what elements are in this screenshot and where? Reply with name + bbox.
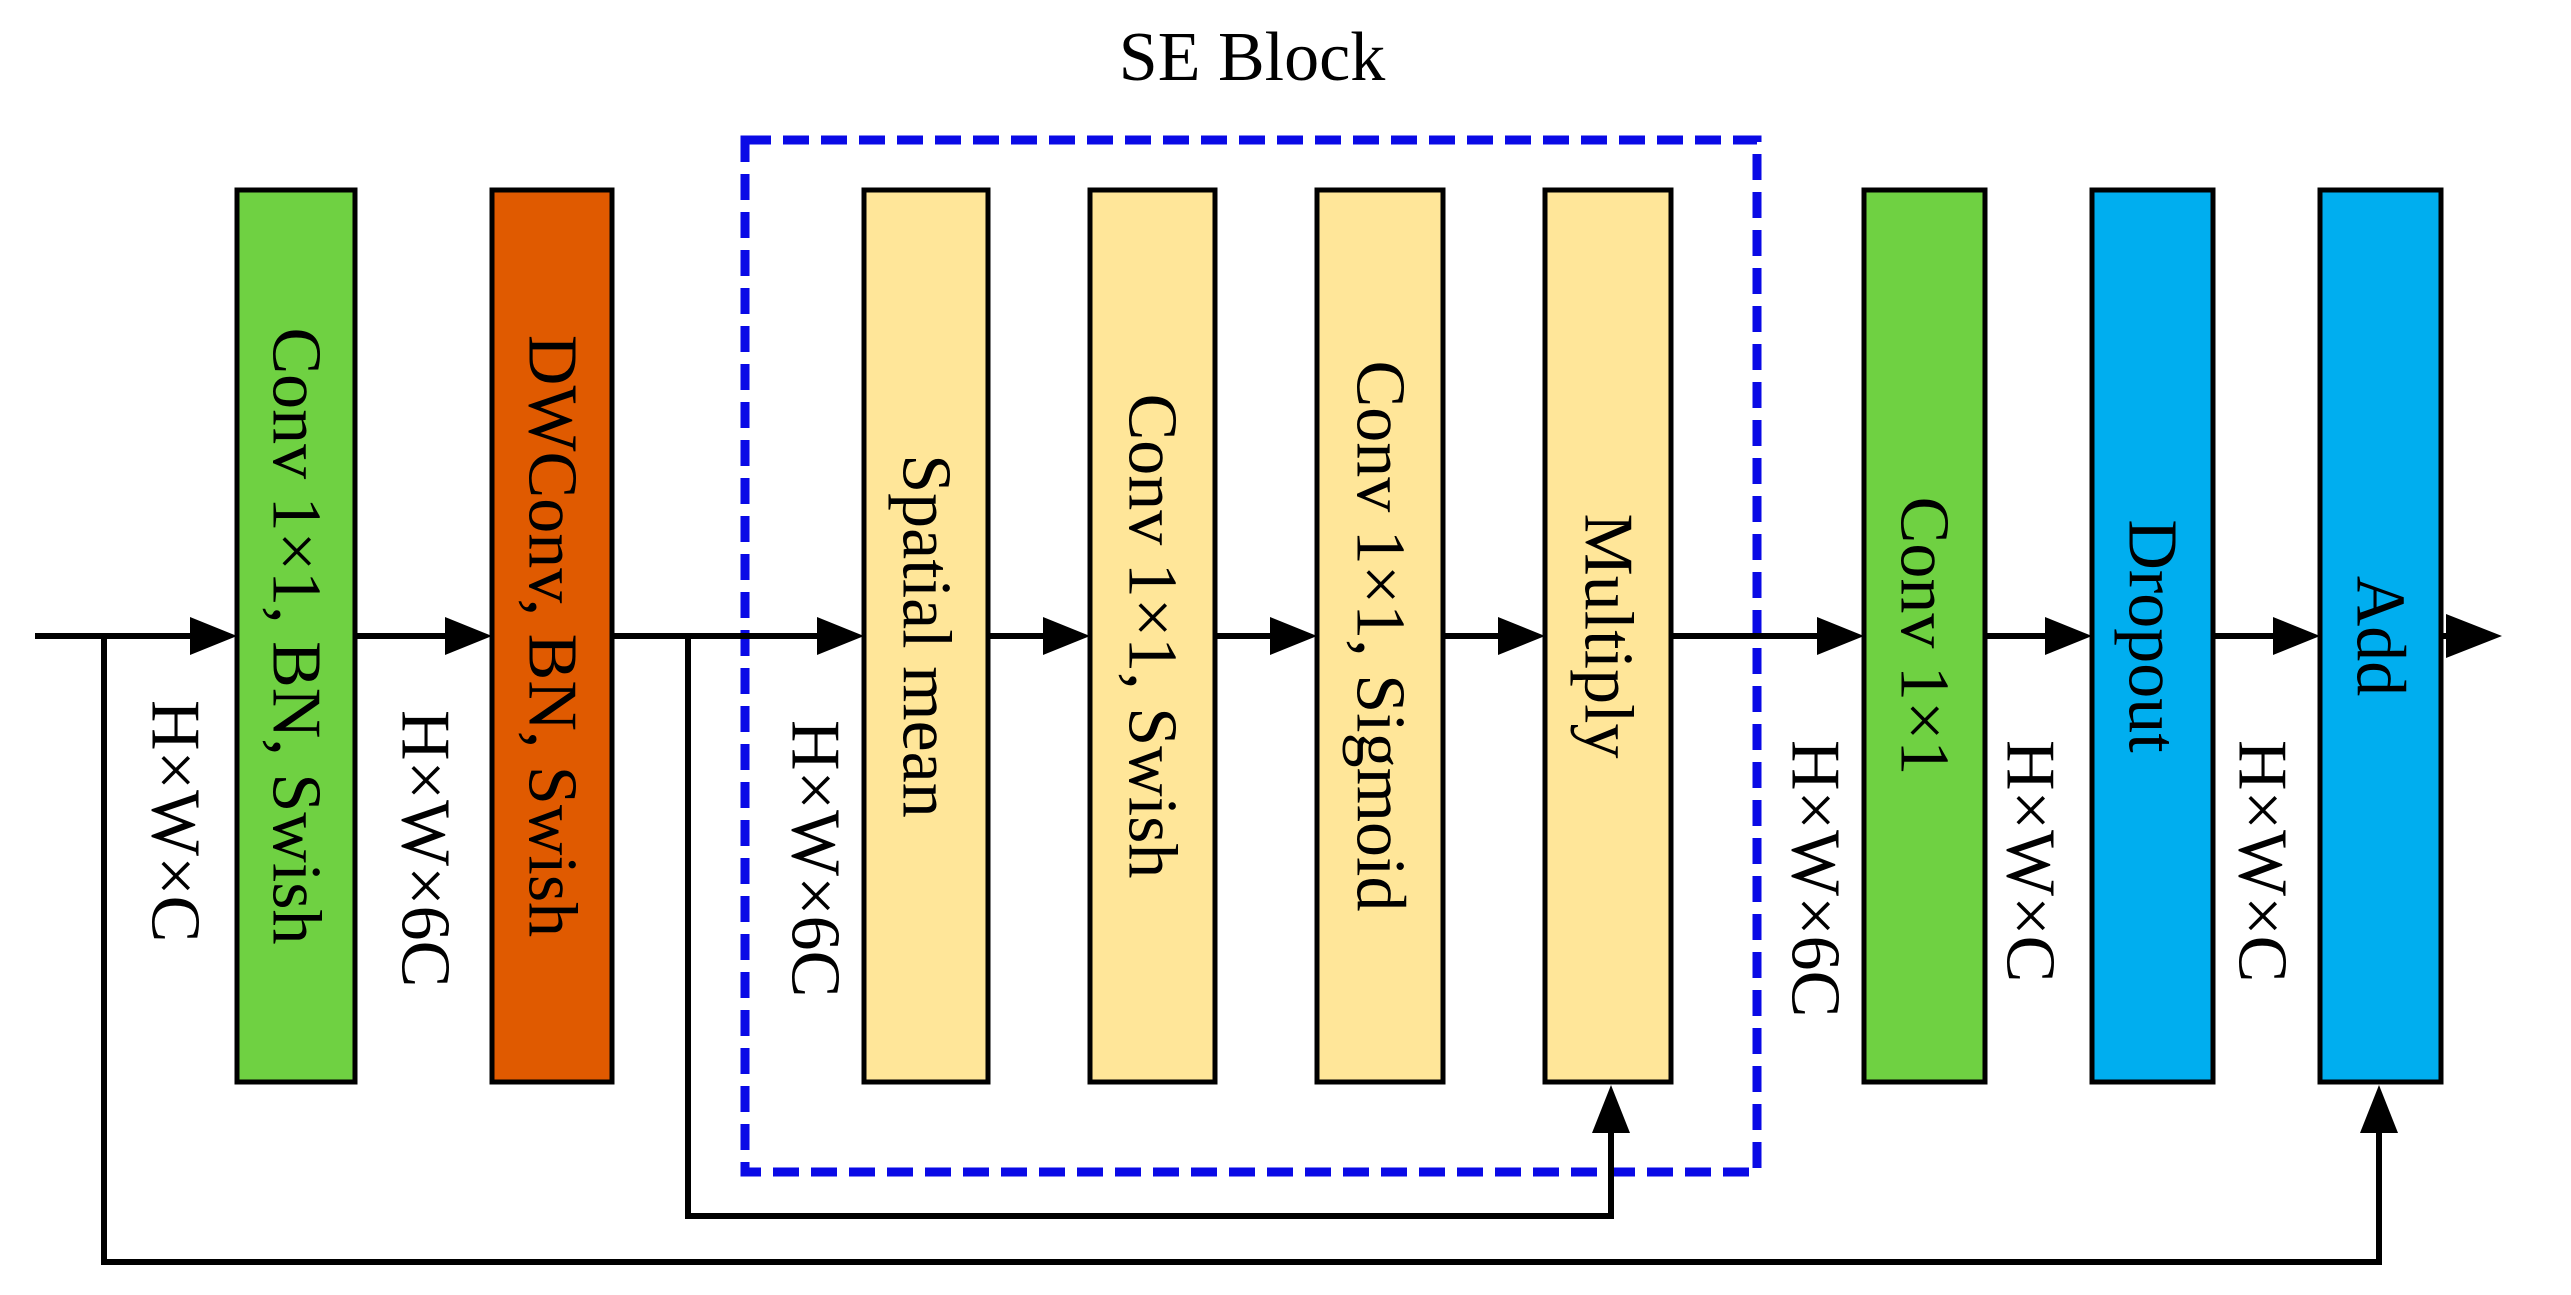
block-conv1x1: Conv 1×1	[1861, 187, 1988, 1085]
arrow-into-block-7	[1817, 617, 1864, 655]
block-conv1x1-sigmoid-label: Conv 1×1, Sigmoid	[1342, 361, 1419, 912]
arrow-into-block-4	[1043, 617, 1090, 655]
arrow-into-block-5	[1270, 617, 1317, 655]
block-conv1x1-sigmoid: Conv 1×1, Sigmoid	[1314, 187, 1446, 1085]
arrow-into-block-3	[817, 617, 864, 655]
block-conv1x1-label: Conv 1×1	[1886, 497, 1963, 776]
arrow-into-block-8	[2045, 617, 2092, 655]
block-conv1x1-swish-box	[1087, 187, 1218, 1085]
block-add-box	[2317, 187, 2444, 1085]
block-spatial-mean-box	[861, 187, 991, 1085]
arrow-into-block-9	[2273, 617, 2320, 655]
se-skip-wire	[685, 636, 1614, 1219]
block-add-label: Add	[2342, 576, 2419, 697]
blocks: Conv 1×1, BN, Swish DWConv, BN, Swish Sp…	[234, 187, 2444, 1085]
dim-label-after-dropout: H×W×C	[2224, 740, 2301, 982]
residual-skip-wire	[101, 636, 2382, 1265]
block-dropout-box	[2089, 187, 2216, 1085]
block-conv1x1-bn-swish-label: Conv 1×1, BN, Swish	[258, 327, 335, 944]
arrow-into-block-1	[190, 617, 237, 655]
block-dwconv-bn-swish: DWConv, BN, Swish	[489, 187, 615, 1085]
block-multiply-label: Multiply	[1570, 513, 1647, 758]
dim-label-input: H×W×C	[137, 700, 214, 942]
arrow-into-block-6	[1498, 617, 1545, 655]
block-dwconv-bn-swish-box	[489, 187, 615, 1085]
dim-label-after-dwconv: H×W×6C	[777, 720, 854, 997]
arrowheads	[190, 614, 2502, 1133]
output-arrow	[2446, 614, 2502, 658]
block-multiply-box	[1542, 187, 1674, 1085]
block-dwconv-bn-swish-label: DWConv, BN, Swish	[514, 335, 591, 937]
dimension-labels: H×W×C H×W×6C H×W×6C H×W×6C H×W×C H×W×C	[137, 700, 2301, 1017]
dim-label-after-se: H×W×6C	[1777, 740, 1854, 1017]
dim-label-after-project: H×W×C	[1992, 740, 2069, 982]
block-spatial-mean: Spatial mean	[861, 187, 991, 1085]
block-conv1x1-swish: Conv 1×1, Swish	[1087, 187, 1218, 1085]
block-conv1x1-sigmoid-box	[1314, 187, 1446, 1085]
block-dropout-label: Dropout	[2114, 519, 2191, 753]
arrow-into-multiply	[1592, 1085, 1630, 1133]
block-add: Add	[2317, 187, 2444, 1085]
dim-label-after-expand: H×W×6C	[387, 710, 464, 987]
arrow-into-block-2	[445, 617, 492, 655]
arrow-into-add	[2360, 1085, 2398, 1133]
se-block-title: SE Block	[1119, 19, 1385, 96]
block-conv1x1-bn-swish: Conv 1×1, BN, Swish	[234, 187, 358, 1085]
se-block-border	[740, 135, 1762, 1177]
block-multiply: Multiply	[1542, 187, 1674, 1085]
block-conv1x1-bn-swish-box	[234, 187, 358, 1085]
block-conv1x1-swish-label: Conv 1×1, Swish	[1114, 394, 1191, 879]
block-conv1x1-box	[1861, 187, 1988, 1085]
block-spatial-mean-label: Spatial mean	[888, 454, 965, 818]
block-dropout: Dropout	[2089, 187, 2216, 1085]
